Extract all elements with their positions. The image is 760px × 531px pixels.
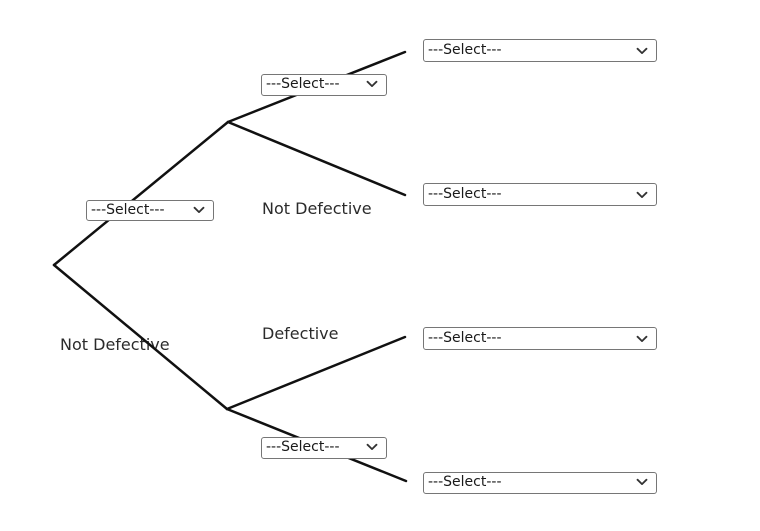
branch-line-root-upper [52,120,230,267]
select-outcome-upper-middle[interactable]: ---Select--- [423,183,657,206]
branch-label-defective: Defective [262,324,339,343]
branch-line-upper-bottom [226,120,407,197]
select-outcome-top[interactable]: ---Select--- [423,39,657,62]
select-outcome-bottom[interactable]: ---Select--- [423,471,657,494]
select-branch-upper-top[interactable]: ---Select--- [261,73,387,96]
select-wrapper: ---Select--- [423,39,657,62]
branch-label-not-defective-lower: Not Defective [60,335,170,354]
select-wrapper: ---Select--- [423,183,657,206]
select-wrapper: ---Select--- [261,436,387,459]
select-wrapper: ---Select--- [423,327,657,350]
select-wrapper: ---Select--- [261,73,387,96]
select-branch-lower-bottom[interactable]: ---Select--- [261,436,387,459]
select-branch-root-upper[interactable]: ---Select--- [86,200,214,221]
branch-label-not-defective-upper: Not Defective [262,199,372,218]
select-wrapper: ---Select--- [423,471,657,494]
select-wrapper: ---Select--- [86,199,214,221]
select-outcome-lower-middle[interactable]: ---Select--- [423,327,657,350]
branch-line-lower-top [225,335,407,411]
